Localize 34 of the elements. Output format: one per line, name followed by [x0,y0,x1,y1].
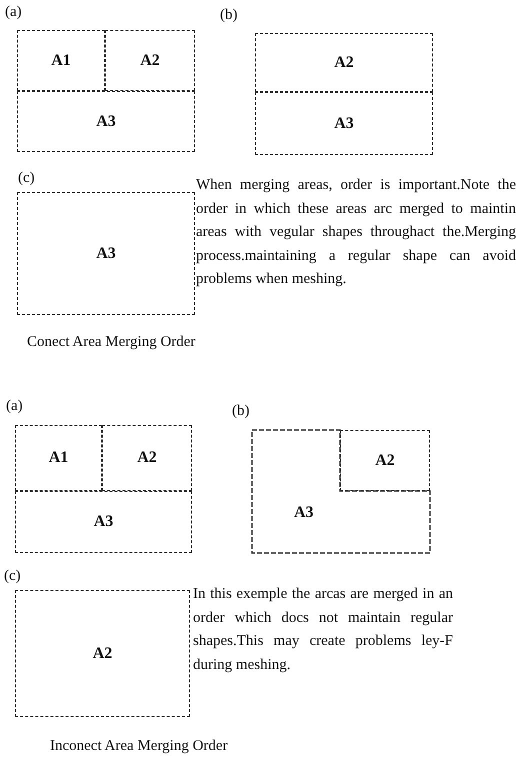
area-label: A2 [140,52,160,70]
area-region [15,590,190,717]
panel-label: (a) [5,4,22,21]
area-region [340,430,430,491]
area-label: A2 [92,644,112,662]
area-region [105,30,195,91]
area-label: A3 [334,114,354,132]
description-text: In this exemple the arcas are merged in an order which docs not maintain regular shapes.This may create problems ley-F during meshing. [193,585,453,674]
area-region [15,491,192,553]
area-region [15,425,102,491]
area-label: A3 [96,244,116,262]
area-region [17,30,105,91]
area-region [255,92,433,155]
area-label: A1 [51,52,71,70]
area-region [252,430,430,553]
panel-label: (c) [18,170,35,187]
area-region [255,33,433,92]
area-region [102,425,192,491]
panel-label: (a) [6,398,23,415]
area-label: A3 [96,112,116,130]
area-region [17,192,195,315]
caption-text: Conect Area Merging Order [27,334,196,351]
area-label: A1 [48,449,68,467]
area-label: A3 [94,513,114,531]
panel-label: (b) [220,7,238,24]
area-label: A2 [137,449,157,467]
panel-label: (c) [4,568,21,585]
area-label: A3 [294,504,314,522]
area-label: A2 [334,54,354,72]
area-region [17,91,195,152]
panel-label: (b) [232,403,250,420]
description-text: When merging areas, order is important.Note the order in which these areas arc merged to maintin areas with vegular shapes throughact the.Merging process.maintaining a regular shape can avoid problems when meshing. [196,176,516,289]
caption-text: Inconect Area Merging Order [50,738,228,755]
area-label: A2 [375,452,395,470]
